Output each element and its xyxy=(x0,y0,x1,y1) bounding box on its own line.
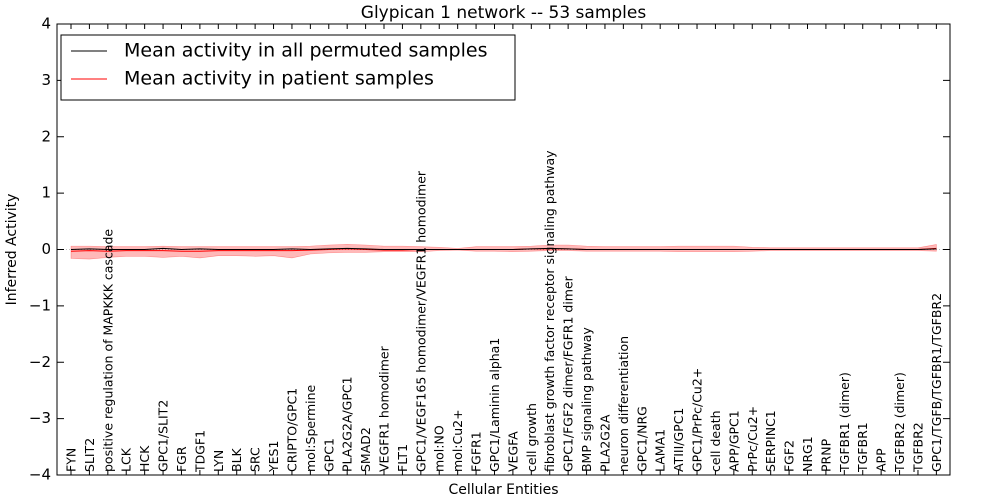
x-tick-label: SRC xyxy=(248,447,263,472)
x-tick-label: fibroblast growth factor receptor signal… xyxy=(542,150,557,472)
x-tick-label: GPC1 xyxy=(321,438,336,472)
chart-title: Glypican 1 network -- 53 samples xyxy=(361,3,647,23)
x-tick-label: CRIPTO/GPC1 xyxy=(284,388,299,472)
y-tick-label: 2 xyxy=(41,127,51,145)
y-tick-label: −2 xyxy=(29,353,51,371)
y-tick-label: 1 xyxy=(41,184,51,202)
patient-activity-band xyxy=(70,244,937,260)
x-tick-label: cell death xyxy=(708,410,723,472)
x-tick-label: FGR xyxy=(174,446,189,472)
x-tick-label: cell growth xyxy=(524,403,539,472)
legend: Mean activity in all permuted samples Me… xyxy=(60,34,516,101)
x-tick-label: HCK xyxy=(137,445,152,472)
x-tick-label: mol:Cu2+ xyxy=(450,409,465,472)
x-tick-label: TGFBR2 xyxy=(910,422,925,473)
x-tick-label: BLK xyxy=(229,447,244,472)
legend-label-patient: Mean activity in patient samples xyxy=(124,68,434,90)
y-axis-label: Inferred Activity xyxy=(4,194,20,306)
y-tick-label: 0 xyxy=(41,240,51,258)
x-tick-label: FLT1 xyxy=(395,444,410,472)
x-tick-label: SERPINC1 xyxy=(763,410,778,472)
x-tick-label: FGFR1 xyxy=(469,431,484,472)
x-tick-label: PrPc/Cu2+ xyxy=(745,406,760,472)
x-tick-label: TGFBR1 (dimer) xyxy=(837,372,852,473)
x-tick-label: ATIII/GPC1 xyxy=(671,408,686,472)
x-tick-label: GPC1/Laminin alpha1 xyxy=(487,338,502,472)
x-tick-label: neuron differentiation xyxy=(616,336,631,472)
x-tick-label: mol:NO xyxy=(432,425,447,472)
x-tick-label: TDGF1 xyxy=(192,430,207,473)
legend-label-permuted: Mean activity in all permuted samples xyxy=(124,40,487,62)
y-tick-label: −1 xyxy=(29,296,51,314)
x-tick-label: PLA2G2A xyxy=(597,414,612,472)
y-tick-label: −3 xyxy=(29,409,51,427)
x-tick-label: PRNP xyxy=(818,438,833,472)
y-tick-label: 4 xyxy=(41,15,51,33)
x-tick-label: YES1 xyxy=(266,441,281,473)
y-tick-label: −4 xyxy=(29,466,51,484)
x-tick-label: LCK xyxy=(119,447,134,472)
x-tick-label: VEGFR1 homodimer xyxy=(377,345,392,472)
x-tick-label: APP/GPC1 xyxy=(726,410,741,472)
x-tick-label: GPC1/PrPc/Cu2+ xyxy=(690,368,705,472)
x-tick-label: SMAD2 xyxy=(358,427,373,472)
x-tick-label: SLIT2 xyxy=(82,438,97,472)
x-tick-label: TGFBR2 (dimer) xyxy=(892,372,907,473)
x-tick-label: LAMA1 xyxy=(653,429,668,472)
x-tick-label: TGFBR1 xyxy=(855,422,870,473)
y-tick-label: 3 xyxy=(41,71,51,89)
legend-box xyxy=(60,34,516,101)
x-tick-label: GPC1/NRG xyxy=(634,406,649,472)
x-tick-label: APP xyxy=(874,448,889,472)
x-tick-label: GPC1/FGF2 dimer/FGFR1 dimer xyxy=(561,275,576,472)
x-axis-label: Cellular Entities xyxy=(448,482,558,498)
x-tick-label: FGF2 xyxy=(782,440,797,472)
x-tick-label: positive regulation of MAPKKK cascade xyxy=(100,229,115,472)
x-tick-label: mol:Spermine xyxy=(303,384,318,472)
x-tick-label: PLA2G2A/GPC1 xyxy=(340,376,355,472)
x-tick-label: GPC1/SLIT2 xyxy=(156,400,171,472)
x-tick-label: GPC1/VEGF165 homodimer/VEGFR1 homodimer xyxy=(413,170,428,472)
x-tick-label: FYN xyxy=(64,448,79,472)
x-tick-label: BMP signaling pathway xyxy=(579,327,594,472)
x-tick-label: GPC1/TGFB/TGFBR1/TGFBR2 xyxy=(929,293,944,472)
x-tick-label: LYN xyxy=(211,450,226,472)
x-tick-label: VEGFA xyxy=(505,431,520,472)
x-tick-label: NRG1 xyxy=(800,436,815,472)
